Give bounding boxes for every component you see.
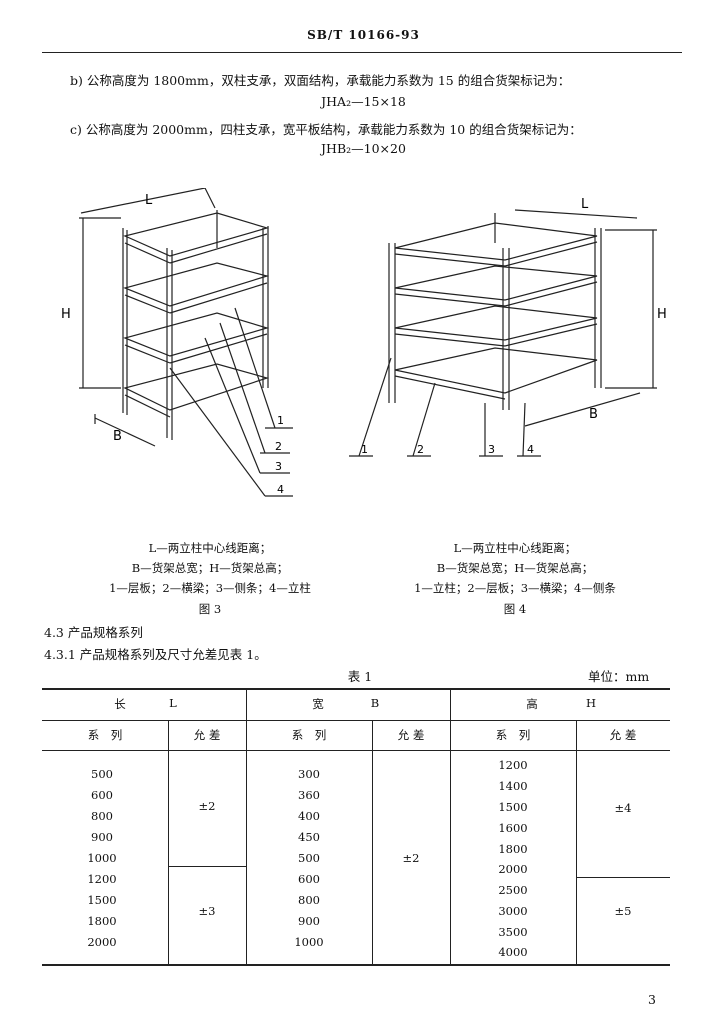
group-L-symbol: L <box>169 696 177 710</box>
figure3-shelf-drawing: L H B 1 2 3 4 <box>61 188 293 497</box>
fig3-caption-1: L—两立柱中心线距离； <box>148 541 272 555</box>
L-series-value: 1200 <box>87 872 117 886</box>
group-B-symbol: B <box>370 696 380 710</box>
fig4-label-2: 2 <box>417 443 424 456</box>
L-series-header: 系 列 <box>87 728 123 742</box>
group-H-name: 高 <box>526 697 538 711</box>
L-series-value: 1000 <box>87 851 117 865</box>
B-series-value: 400 <box>298 809 320 823</box>
B-series-value: 500 <box>298 851 320 865</box>
H-series-value: 1200 <box>498 758 528 772</box>
H-tolerance: ±4 <box>614 801 632 815</box>
B-series-header: 系 列 <box>291 728 327 742</box>
fig3-label-B: B <box>113 429 122 444</box>
group-H-symbol: H <box>585 696 597 710</box>
L-series-value: 1800 <box>87 914 117 928</box>
L-series-value: 500 <box>91 767 113 781</box>
H-series-header: 系 列 <box>495 728 531 742</box>
fig3-title: 图 3 <box>198 602 222 616</box>
B-series-value: 600 <box>298 872 320 886</box>
fig4-label-L: L <box>581 197 589 212</box>
fig4-label-B: B <box>589 407 598 422</box>
B-series-value: 900 <box>298 914 320 928</box>
fig3-label-3: 3 <box>275 460 282 473</box>
item-c-text: c) 公称高度为 2000mm，四柱支承，宽平板结构，承载能力系数为 10 的组… <box>70 122 582 137</box>
B-series-value: 300 <box>298 767 320 781</box>
fig3-label-4: 4 <box>277 483 284 496</box>
section-4-3-1: 4.3.1 产品规格系列及尺寸允差见表 1。 <box>44 647 267 662</box>
fig3-label-L: L <box>145 193 153 208</box>
header-rule <box>42 52 682 53</box>
figure4-shelf-drawing: L H B 1 2 3 4 <box>349 197 667 457</box>
group-L-name: 长 <box>114 697 126 711</box>
section-4-3: 4.3 产品规格系列 <box>44 625 143 640</box>
fig4-caption-3: 1—立柱；2—层板；3—横梁；4—侧条 <box>414 581 616 595</box>
B-series-value: 450 <box>298 830 320 844</box>
H-series-value: 3500 <box>498 925 528 939</box>
fig3-label-2: 2 <box>275 440 282 453</box>
fig3-caption-2: B—货架总宽；H—货架总高； <box>131 561 289 575</box>
fig3-caption-3: 1—层板；2—横梁；3—侧条；4—立柱 <box>109 581 311 595</box>
L-series-value: 1500 <box>87 893 117 907</box>
item-c-mark: JHB₂—10×20 <box>321 141 406 156</box>
H-series-value: 1600 <box>498 821 528 835</box>
H-series-value: 1400 <box>498 779 528 793</box>
fig4-caption-1: L—两立柱中心线距离； <box>453 541 577 555</box>
H-series-value: 4000 <box>498 945 528 959</box>
fig3-label-1: 1 <box>277 414 284 427</box>
page-number: 3 <box>648 992 656 1007</box>
fig4-caption-2: B—货架总宽；H—货架总高； <box>436 561 594 575</box>
group-B-name: 宽 <box>312 697 324 711</box>
L-series-value: 900 <box>91 830 113 844</box>
B-series-value: 360 <box>298 788 320 802</box>
B-series-value: 1000 <box>294 935 324 949</box>
table1-title: 表 1 <box>347 669 373 684</box>
fig4-label-3: 3 <box>488 443 495 456</box>
H-series-value: 3000 <box>498 904 528 918</box>
H-tol-header: 允 差 <box>609 728 637 742</box>
item-b-mark: JHA₂—15×18 <box>321 94 406 109</box>
H-series-value: 2000 <box>498 862 528 876</box>
B-series-value: 800 <box>298 893 320 907</box>
L-series-value: 2000 <box>87 935 117 949</box>
B-tolerance: ±2 <box>402 851 420 865</box>
table1-unit: 单位：mm <box>588 669 650 684</box>
fig3-label-H: H <box>61 307 71 322</box>
fig4-label-1: 1 <box>361 443 368 456</box>
document-code: SB/T 10166-93 <box>307 28 420 42</box>
fig4-label-4: 4 <box>527 443 534 456</box>
fig4-label-H: H <box>657 307 667 322</box>
H-tolerance: ±5 <box>614 904 632 918</box>
L-tolerance: ±3 <box>198 904 216 918</box>
B-tol-header: 允 差 <box>397 728 425 742</box>
fig4-title: 图 4 <box>503 602 527 616</box>
L-tol-header: 允 差 <box>193 728 221 742</box>
L-series-value: 600 <box>91 788 113 802</box>
H-series-value: 1500 <box>498 800 528 814</box>
H-series-value: 2500 <box>498 883 528 897</box>
L-series-value: 800 <box>91 809 113 823</box>
L-tolerance: ±2 <box>198 799 216 813</box>
item-b-text: b) 公称高度为 1800mm，双柱支承，双面结构，承载能力系数为 15 的组合… <box>70 73 571 88</box>
H-series-value: 1800 <box>498 842 528 856</box>
